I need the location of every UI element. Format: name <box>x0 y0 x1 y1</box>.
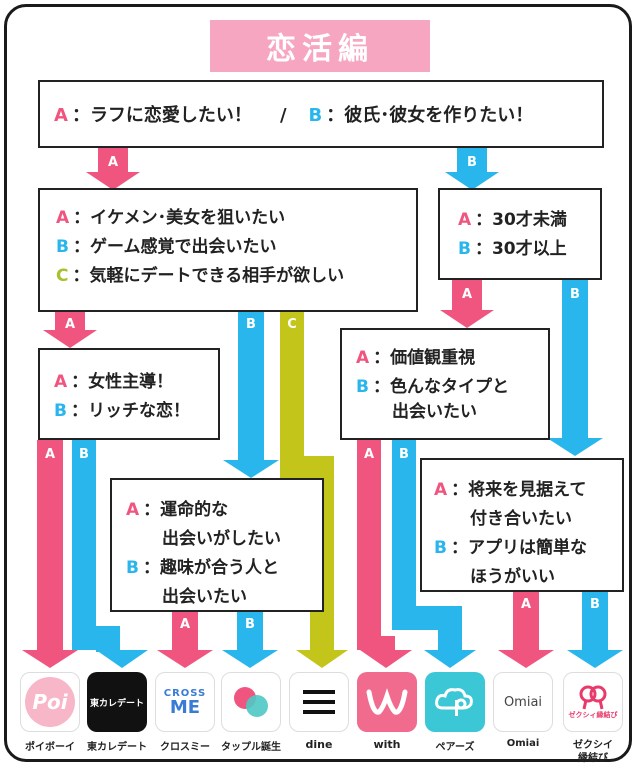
pairs-logo <box>435 688 473 716</box>
arrow-label-q6-b: B <box>399 447 409 462</box>
app-label-poi: ポイボーイ <box>25 742 75 753</box>
dine-logo <box>303 690 335 714</box>
omiai-icon[interactable]: Omiai <box>493 672 553 732</box>
q5-option-a-2: 出会いがしたい <box>162 529 281 549</box>
zexy-icon[interactable]: ゼクシィ縁結び <box>563 672 623 732</box>
q3-option-b: 30才以上 <box>491 239 567 259</box>
arrow-label-q2-c: C <box>287 317 297 332</box>
arrow-label-q4-a: A <box>45 447 55 462</box>
dine-icon[interactable] <box>289 672 349 732</box>
poi-icon[interactable]: Poi <box>20 672 80 732</box>
question-box-4: A：女性主導！ B：リッチな恋！ <box>38 348 220 440</box>
poi-logo-text: Poi <box>25 677 75 727</box>
arrow-label-q1-b: B <box>467 155 477 170</box>
q7-option-a-1: 将来を見据えて <box>468 480 587 500</box>
q5-option-a-1: 運命的な <box>160 500 229 520</box>
arrow-label-q7-a: A <box>521 597 531 612</box>
q4-option-a: 女性主導！ <box>88 372 174 392</box>
arrow-label-q7-b: B <box>590 597 600 612</box>
zexy-logo <box>579 685 607 710</box>
question-box-7: A：将来を見据えて 付き合いたい B：アプリは簡単な ほうがいい <box>420 458 624 592</box>
question-box-5: A：運命的な 出会いがしたい B：趣味が合う人と 出会いたい <box>110 478 324 612</box>
with-logo <box>366 688 408 715</box>
zexy-logo-text: ゼクシィ縁結び <box>568 711 618 719</box>
question-box-6: A：価値観重視 B：色んなタイプと 出会いたい <box>340 328 550 440</box>
q6-option-b-1: 色んなタイプと <box>389 377 509 397</box>
q2-option-a: イケメン･美女を狙いたい <box>90 208 286 228</box>
arrow-label-q3-b: B <box>570 287 580 302</box>
outer-frame <box>4 4 632 762</box>
q2-option-c: 気軽にデートできる相手が欲しい <box>89 266 345 286</box>
page-title: 恋活編 <box>210 20 430 72</box>
q7-option-b-2: ほうがいい <box>470 567 555 587</box>
arrow-label-q5-b: B <box>245 617 255 632</box>
q5-option-b-1: 趣味が合う人と <box>159 558 279 578</box>
question-box-2: A：イケメン･美女を狙いたい B：ゲーム感覚で出会いたい C：気軽にデートできる… <box>38 188 418 312</box>
crossme-logo-text-1: CROSS <box>163 687 207 699</box>
arrow-label-q4-b: B <box>79 447 89 462</box>
question-box-3: A：30才未満 B：30才以上 <box>438 188 602 280</box>
app-label-with: with <box>373 738 401 751</box>
app-label-pairs: ペアーズ <box>435 742 475 753</box>
q6-option-a: 価値観重視 <box>390 348 476 368</box>
q5-option-b-2: 出会いたい <box>162 587 247 607</box>
arrow-label-q1-a: A <box>108 155 118 170</box>
tapple-logo <box>234 687 268 717</box>
arrow-label-q2-b: B <box>246 317 256 332</box>
omiai-logo-text: Omiai <box>503 694 543 710</box>
tapple-icon[interactable] <box>221 672 281 732</box>
arrow-label-q2-a: A <box>65 317 75 332</box>
app-label-tokare: 東カレデート <box>87 742 147 753</box>
app-label-crossme: クロスミー <box>160 742 210 753</box>
pairs-icon[interactable] <box>425 672 485 732</box>
crossme-icon[interactable]: CROSS ME <box>155 672 215 732</box>
q7-option-b-1: アプリは簡単な <box>467 538 587 558</box>
q6-option-b-2: 出会いたい <box>392 402 477 422</box>
option-key-b: B <box>308 105 323 126</box>
q7-option-a-2: 付き合いたい <box>470 509 572 529</box>
app-label-zexy-1: ゼクシイ <box>573 740 613 751</box>
tokare-logo-text: 東カレデート <box>89 698 144 709</box>
crossme-logo-text-2: ME <box>169 696 201 718</box>
app-label-dine: dine <box>305 738 333 751</box>
app-label-omiai: Omiai <box>506 738 540 749</box>
tokare-icon[interactable]: 東カレデート <box>87 672 147 732</box>
q4-option-b: リッチな恋！ <box>87 401 190 421</box>
option-key-a: A <box>54 105 68 126</box>
question-box-1: A：ラフに恋愛したい！ / B：彼氏･彼女を作りたい！ <box>38 80 604 148</box>
q2-option-b: ゲーム感覚で出会いたい <box>89 237 277 257</box>
q1-option-b: 彼氏･彼女を作りたい！ <box>344 105 534 126</box>
app-label-zexy-2: 縁結び <box>578 753 608 764</box>
arrow-label-q3-a: A <box>462 287 472 302</box>
q3-option-a: 30才未満 <box>492 210 567 230</box>
arrow-label-q6-a: A <box>364 447 374 462</box>
q1-separator: / <box>279 105 287 126</box>
with-icon[interactable] <box>357 672 417 732</box>
arrow-label-q5-a: A <box>180 617 190 632</box>
q1-option-a: ラフに恋愛したい！ <box>89 105 252 126</box>
app-label-tapple: タップル誕生 <box>221 742 281 753</box>
